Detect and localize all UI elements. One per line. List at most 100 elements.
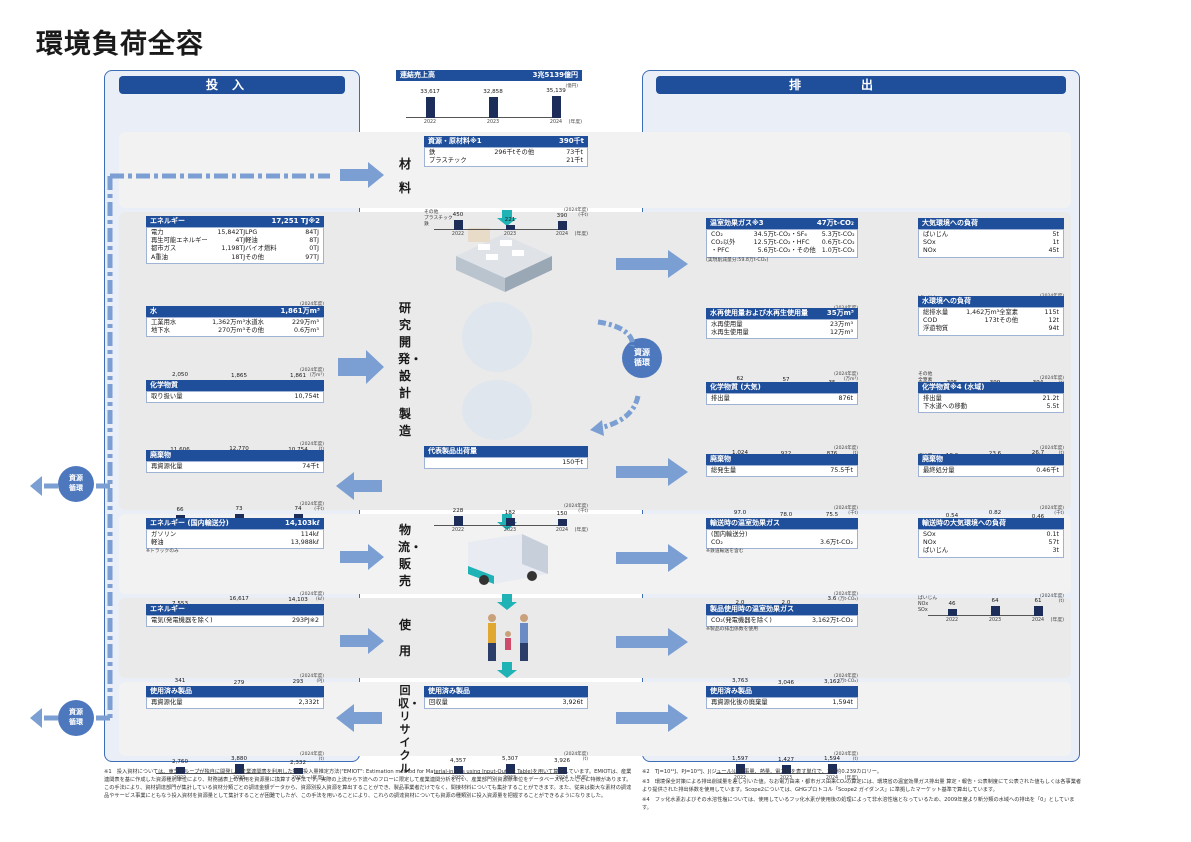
water_load-cell: COD bbox=[923, 317, 938, 325]
log_ghg-note: ※鉄道輸送を含む bbox=[706, 549, 744, 555]
mat-series-label: その他 bbox=[424, 209, 439, 215]
log_ghg-bar-value: 3.6 bbox=[827, 595, 837, 602]
rec_mid-bar bbox=[505, 764, 515, 774]
truck-illustration bbox=[464, 530, 554, 590]
ghg-cell: ・HFC bbox=[790, 239, 810, 247]
rec_out-bar-value: 1,427 bbox=[777, 756, 794, 763]
air-title: 大気環境への負荷 bbox=[922, 219, 978, 227]
use_ghg-title: 製品使用時の温室効果ガス bbox=[710, 605, 794, 613]
footnote-1: ※1 投入資材については、東芝グループが独自に開発した産業連関表を利用した物質投… bbox=[104, 769, 632, 800]
rec_mid-bar bbox=[557, 766, 567, 774]
waste_out-bar-value: 78.0 bbox=[779, 511, 793, 518]
use_energy-bar-value: 279 bbox=[233, 679, 245, 686]
product-cell: 150千t bbox=[562, 459, 583, 466]
sales-axis bbox=[406, 117, 560, 118]
chem_air-header: 化学物質 (大気) bbox=[706, 382, 858, 393]
rec_out-year-label: 2023 bbox=[779, 775, 793, 781]
use_ghg-note: ※製品の排出係数を使用 bbox=[706, 627, 758, 633]
chem_water-cell: 21.2t bbox=[1042, 395, 1059, 402]
log_air-year-label: 2022 bbox=[945, 617, 959, 623]
mat-bar-value: 450 bbox=[452, 211, 464, 218]
water-bar-value: 1,865 bbox=[230, 372, 247, 379]
product-bar-value: 150 bbox=[556, 511, 568, 518]
use_ghg-header: 製品使用時の温室効果ガス bbox=[706, 604, 858, 615]
sales-year-label: 2022 bbox=[423, 119, 437, 125]
water_out-row: 水再使用量 23万m³ bbox=[711, 321, 853, 329]
energy-cell: 97TJ bbox=[305, 253, 319, 261]
resource-cycle-arrows bbox=[590, 319, 641, 436]
water_load-series-label: その他 bbox=[918, 371, 933, 377]
waste_final-bar-value: 0.46 bbox=[1023, 514, 1053, 521]
ghg-cell: ・その他 bbox=[790, 247, 816, 255]
rec_mid-xunit: (年度) bbox=[574, 775, 588, 781]
log_air-axis bbox=[928, 615, 1042, 616]
water_out-cell: 23万m³ bbox=[830, 321, 853, 328]
product-bar-value: 182 bbox=[504, 509, 516, 516]
log_energy-cell: 114kℓ bbox=[300, 531, 319, 538]
water_out-cell: 12万m³ bbox=[830, 329, 853, 337]
mat-year-label: 2024 bbox=[555, 231, 569, 237]
rec_out-unit: (2024年度) (t) bbox=[834, 752, 858, 763]
log_energy-bar-value: 14,103 bbox=[288, 597, 308, 604]
log_energy-cell: 軽油 bbox=[151, 539, 164, 547]
product-unit: (2024年度) (千t) bbox=[564, 504, 588, 515]
log_air-bar-value: 61 bbox=[1034, 598, 1042, 605]
rec_in-year-label: 2023 bbox=[232, 775, 246, 781]
rec_mid-unit: (2024年度) (t) bbox=[564, 752, 588, 763]
use_energy-bar-value: 341 bbox=[174, 677, 186, 684]
arrow-input-logistics bbox=[340, 544, 384, 570]
energy-cell: 再生可能エネルギー bbox=[151, 237, 208, 245]
water_out-unit: (2024年度) (万m³) bbox=[834, 372, 858, 383]
waste_final-bar-value: 0.82 bbox=[988, 509, 1002, 516]
energy-total: 17,251 TJ※2 bbox=[271, 217, 320, 225]
sales-bar bbox=[488, 97, 498, 118]
energy-cell: 1,198TJ bbox=[221, 245, 246, 253]
sales-bar-value: 33,617 bbox=[420, 88, 440, 95]
water_out-cell: 水再使用量 bbox=[711, 321, 743, 328]
mat-cell: 21千t bbox=[566, 157, 583, 165]
sales-bar-value: 32,858 bbox=[483, 89, 503, 96]
use_ghg-bar-value: 3,763 bbox=[731, 677, 748, 684]
stage-use: 使用 bbox=[398, 618, 411, 658]
stage-materials: 材料 bbox=[398, 157, 411, 195]
band-materials bbox=[119, 132, 1071, 208]
mat-cell: その他 bbox=[515, 149, 535, 156]
rec_mid-bar bbox=[453, 765, 463, 774]
rec_in-year-label: 2022 bbox=[173, 775, 187, 781]
chem_air-bar-value: 1,024 bbox=[731, 449, 748, 456]
rec_mid-axis bbox=[434, 773, 566, 774]
chem_water-cell: 下水道への移動 bbox=[923, 403, 968, 411]
product-details: 150千t bbox=[424, 457, 588, 470]
chem_water-title: 化学物質※4 (水域) bbox=[922, 383, 985, 391]
water_load-cell: 12t bbox=[1048, 317, 1059, 325]
flow-arrow-1 bbox=[497, 210, 517, 226]
log_air-cell: 57t bbox=[1048, 539, 1059, 547]
ghg-cell: 12.5万t-CO₂ bbox=[753, 239, 791, 247]
product-axis bbox=[434, 525, 566, 526]
product-header: 代表製品出荷量 bbox=[424, 446, 588, 457]
